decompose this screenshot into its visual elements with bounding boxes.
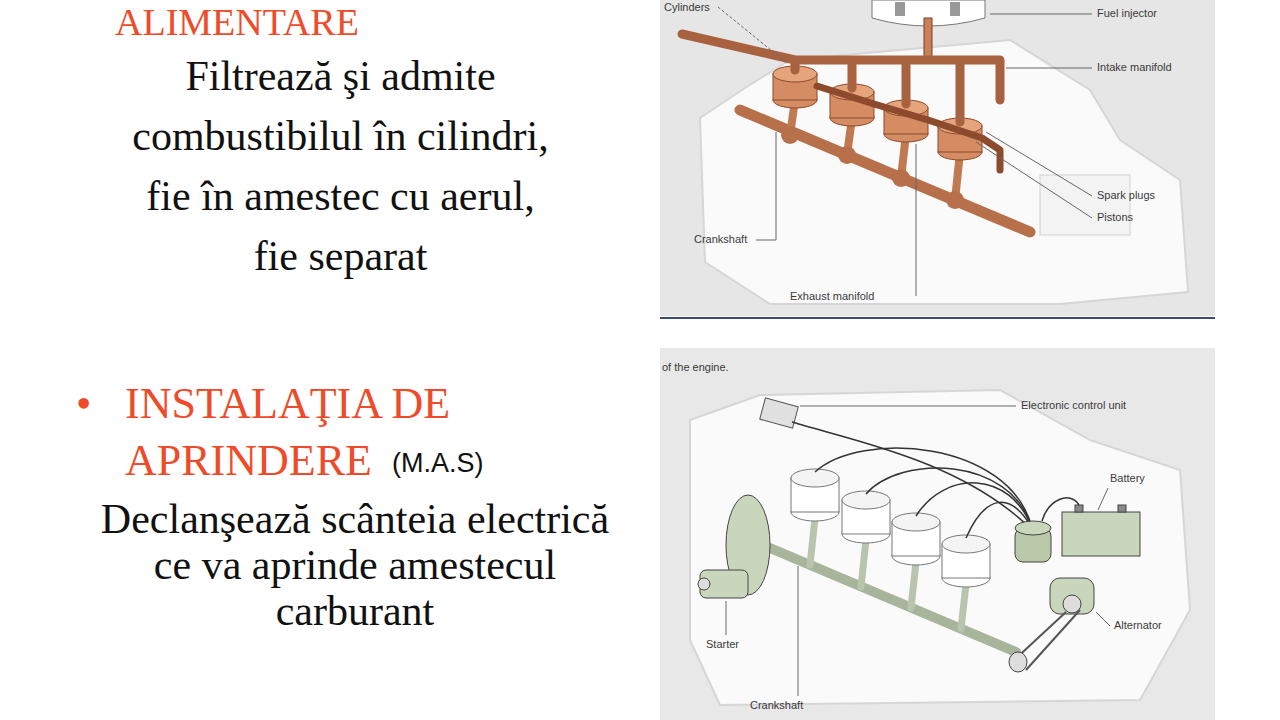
label-box: Pistons	[1097, 211, 1133, 224]
leader-line	[916, 144, 917, 296]
label-box: Crankshaft	[694, 233, 747, 246]
leader-line	[1096, 612, 1110, 626]
wire	[1042, 498, 1079, 521]
label-box: of the engine.	[662, 361, 729, 374]
part-label: Exhaust manifold	[790, 290, 874, 303]
control-unit-box	[760, 398, 799, 428]
part-label: Spark plugs	[1097, 189, 1155, 202]
label-box: (M.A.S)	[392, 448, 484, 479]
crank-throw	[781, 126, 799, 144]
body-text: Filtrează şi admite combustibilul în cil…	[124, 46, 557, 286]
part-label: Crankshaft	[750, 699, 803, 712]
label-box: Crankshaft	[750, 699, 803, 712]
label-box: ALIMENTARE	[115, 0, 359, 44]
drive-belt	[1026, 610, 1080, 670]
connecting-rod	[911, 562, 916, 608]
panel-background	[660, 348, 1215, 720]
leader-line	[990, 14, 1092, 15]
leader-line	[1006, 68, 1092, 69]
label-box: Exhaust manifold	[790, 290, 874, 303]
crank-pulley	[1009, 652, 1027, 672]
caption-fragment: of the engine.	[662, 361, 729, 374]
intake-manifold	[682, 34, 1000, 122]
part-label: Fuel injector	[1097, 7, 1157, 20]
injector-part	[950, 2, 960, 16]
leader-line	[1098, 488, 1108, 510]
panel-background	[660, 0, 1215, 316]
label-box: Electronic control unit	[1021, 399, 1126, 412]
section-heading: ALIMENTARE	[115, 0, 359, 44]
crank-throw	[838, 146, 856, 164]
battery-terminal	[1075, 505, 1083, 512]
part-label: Starter	[706, 638, 739, 651]
crank-throw	[892, 169, 910, 187]
leader-line	[986, 132, 1092, 196]
engine-block-part	[1040, 175, 1130, 235]
label-box: Cylinders	[664, 1, 710, 14]
connecting-rod	[961, 584, 966, 629]
label-box: •	[76, 375, 91, 432]
part-label: Cylinders	[664, 1, 710, 14]
leader-line	[756, 132, 776, 240]
leader-line	[726, 601, 727, 635]
leader-line	[718, 7, 788, 64]
spark-plug-wire	[866, 468, 1032, 528]
part-label: Pistons	[1097, 211, 1133, 224]
connecting-rod	[810, 518, 815, 565]
label-box: Declanşează scânteia electrică ce va apr…	[90, 496, 620, 634]
label-box: Battery	[1110, 472, 1145, 485]
part-label: Intake manifold	[1097, 61, 1172, 74]
engine-type-note: (M.A.S)	[392, 448, 484, 479]
leader-line	[800, 406, 1016, 407]
starter-motor-end	[698, 578, 710, 590]
fuel-injector	[924, 18, 932, 58]
bullet: •	[76, 375, 91, 432]
part-label: Electronic control unit	[1021, 399, 1126, 412]
part-label: Battery	[1110, 472, 1145, 485]
crank-throw	[946, 191, 964, 209]
alternator-pulley	[1063, 595, 1081, 613]
injector-part	[895, 2, 905, 16]
alternator-body	[1050, 578, 1094, 614]
part-label: Alternator	[1114, 619, 1162, 632]
label-box: Alternator	[1114, 619, 1162, 632]
ignition-coil	[1015, 521, 1051, 535]
leader-line	[976, 142, 1092, 218]
engine-silhouette	[690, 390, 1190, 705]
label-box: Intake manifold	[1097, 61, 1172, 74]
label-box: Spark plugs	[1097, 189, 1155, 202]
spark-plug-wire	[815, 448, 1032, 528]
engine-silhouette	[700, 40, 1188, 304]
separator-line	[660, 317, 1215, 319]
label-box: Fuel injector	[1097, 7, 1157, 20]
part-label: Crankshaft	[694, 233, 747, 246]
connecting-rod	[861, 540, 866, 587]
label-box: Filtrează şi admite combustibilul în cil…	[124, 46, 557, 286]
label-box: Starter	[706, 638, 739, 651]
battery-symbol	[1062, 512, 1140, 556]
body-text: Declanşează scânteia electrică ce va apr…	[90, 496, 620, 634]
leader-line	[798, 566, 799, 696]
battery-terminal	[1118, 505, 1126, 512]
